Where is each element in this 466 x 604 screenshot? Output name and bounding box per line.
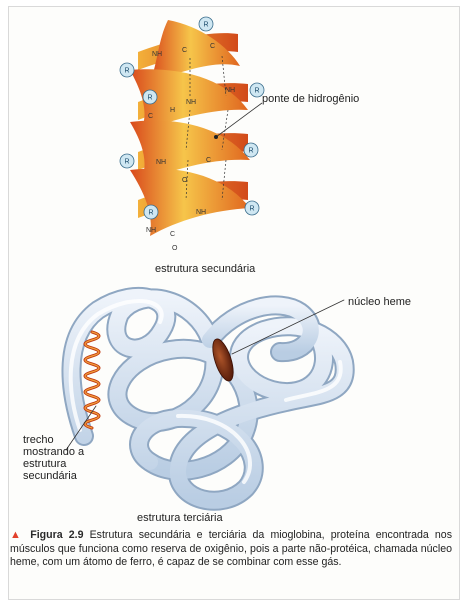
svg-text:R: R [204, 22, 209, 29]
atom-nh: NH [186, 99, 196, 106]
r-group: R [144, 205, 158, 219]
atom-nh: NH [152, 51, 162, 58]
segment-label: trecho mostrando a estrutura secundária [23, 434, 103, 482]
r-group: R [143, 90, 157, 104]
svg-text:R: R [249, 148, 254, 155]
alpha-helix: R R R R R R R R NH C [120, 17, 264, 252]
atom-c: C [210, 43, 215, 50]
secondary-structure-label: estrutura secundária [155, 263, 255, 275]
helix-front-strand [130, 169, 250, 236]
caption-marker-icon: ▲ [10, 529, 24, 541]
r-group: R [120, 154, 134, 168]
atom-h: H [170, 107, 175, 114]
atom-c: C [206, 157, 211, 164]
atom-nh: NH [156, 159, 166, 166]
atom-c: C [148, 113, 153, 120]
hydrogen-bond-marker [214, 135, 218, 139]
r-group: R [120, 63, 134, 77]
figure-caption: ▲ Figura 2.9 Estrutura secundária e terc… [10, 529, 452, 570]
svg-text:R: R [149, 210, 154, 217]
r-group: R [199, 17, 213, 31]
atom-o: O [172, 245, 178, 252]
atom-nh: NH [196, 209, 206, 216]
hydrogen-bond-label: ponte de hidrogênio [262, 93, 359, 105]
atom-c: C [182, 47, 187, 54]
r-group: R [244, 143, 258, 157]
heme-nucleus-label: núcleo heme [348, 296, 411, 308]
svg-text:R: R [250, 206, 255, 213]
r-group: R [245, 201, 259, 215]
tertiary-structure-label: estrutura terciária [137, 512, 223, 524]
svg-text:R: R [255, 88, 260, 95]
figure-id: Figura 2.9 [30, 529, 83, 541]
atom-o: O [182, 177, 188, 184]
svg-text:R: R [125, 159, 130, 166]
atom-nh: NH [225, 87, 235, 94]
svg-text:R: R [125, 68, 130, 75]
atom-nh: NH [146, 227, 156, 234]
svg-text:R: R [148, 95, 153, 102]
atom-c: C [170, 231, 175, 238]
tertiary-fold [66, 297, 345, 501]
